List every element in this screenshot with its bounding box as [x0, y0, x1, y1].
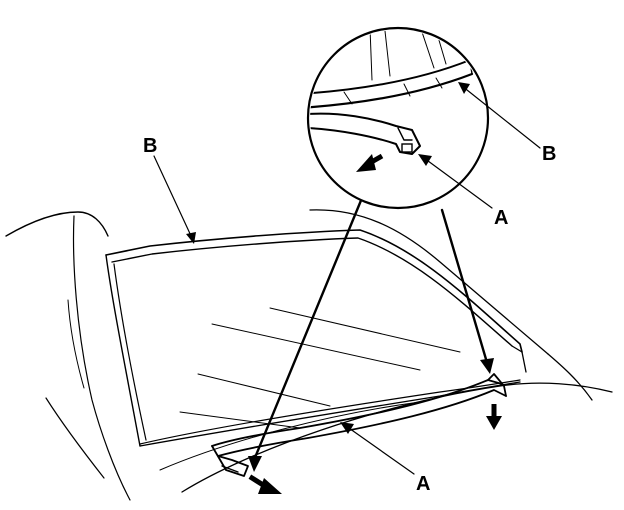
car-body [5, 209, 613, 501]
pull-arrow-right-icon [486, 404, 502, 430]
glass-bottom-edge [139, 381, 521, 447]
glass-left-edge-inner [113, 263, 147, 441]
left-pillar-inner-line [72, 215, 131, 501]
pointer-b-top-left [153, 155, 193, 239]
glass-hatch-7 [435, 77, 443, 89]
hood-inner-line [159, 401, 421, 471]
molding-b-outer [105, 229, 523, 353]
molding-a-right-end [487, 373, 507, 397]
pointer-a-bottom-arrowhead [340, 422, 354, 434]
detail-glass-top [310, 59, 471, 95]
pull-arrow-left-icon [248, 474, 282, 494]
label-b-inset: B [542, 143, 556, 165]
glass-left-edge [105, 254, 141, 447]
magnify-leader-right-arrowhead [480, 358, 494, 374]
glass-right-edge [511, 345, 527, 373]
pointer-b-inset-arrowhead [458, 82, 470, 94]
glare-line-2 [269, 307, 461, 353]
label-b-top-left: B [143, 135, 157, 157]
pointer-a-bottom [345, 425, 415, 475]
glass-hatch-5 [343, 91, 353, 105]
molding-b-inner [111, 237, 513, 347]
detail-pull-arrow-icon [356, 153, 384, 172]
left-pillar-outline [5, 211, 109, 237]
detail-molding-inner [397, 127, 413, 141]
callout-pointers [153, 82, 541, 475]
molding-a-left-hook-inner [221, 465, 239, 473]
magnify-leader-left-arrowhead [248, 456, 262, 472]
pointer-b-top-left-arrowhead [186, 232, 196, 244]
glare-line-1 [211, 323, 421, 371]
lower-molding-a [211, 373, 507, 477]
magnify-leader-right [440, 208, 490, 368]
roof-line [309, 209, 549, 355]
pull-direction-arrows [248, 404, 502, 494]
detail-glass-edge [310, 72, 474, 110]
glare-line-3 [197, 373, 331, 407]
label-a-bottom: A [416, 473, 430, 495]
pointer-a-inset [423, 157, 493, 209]
detail-molding-tab [401, 143, 413, 153]
right-body-line [547, 353, 593, 401]
windshield [105, 229, 527, 447]
pointer-b-inset [461, 85, 541, 149]
left-fender-line [45, 397, 105, 479]
glass-hatch-6 [403, 83, 411, 97]
glass-hatch-1 [369, 30, 373, 81]
glare-line-4 [179, 411, 301, 429]
molding-a-bottom [217, 389, 507, 457]
detail-molding-profile [310, 112, 421, 155]
glass-hatch-2 [383, 30, 391, 77]
pointer-a-inset-arrowhead [418, 154, 432, 166]
label-a-inset: A [494, 207, 508, 229]
detail-magnifier [306, 26, 490, 210]
cowl-line [139, 379, 521, 445]
molding-a-top [211, 379, 503, 447]
magnifier-circle [306, 26, 490, 210]
left-body-crease [67, 299, 85, 389]
magnify-leader-left [252, 196, 364, 462]
magnify-leaders [248, 196, 494, 472]
